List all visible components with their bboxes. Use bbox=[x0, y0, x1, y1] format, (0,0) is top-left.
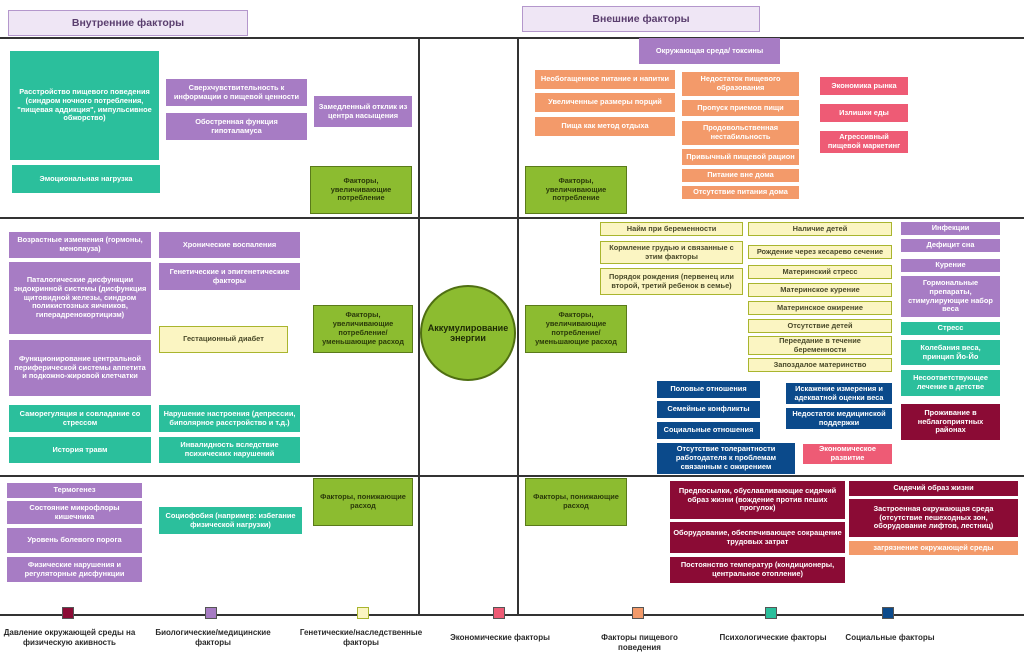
hub-increase-external: Факторы, увеличивающие потребление bbox=[525, 166, 627, 214]
endocrine-dysfunction: Паталогические дисфункции эндокринной си… bbox=[9, 262, 151, 334]
legend-swatch-bio bbox=[205, 607, 217, 619]
pollution: загрязнение окружающей среды bbox=[849, 541, 1018, 555]
eating-out: Питание вне дома bbox=[682, 169, 799, 182]
habitual-diet: Привычный пищевой рацион bbox=[682, 149, 799, 165]
family-conflicts: Семейные конфликты bbox=[657, 401, 760, 418]
skipping-meals: Пропуск приемов пищи bbox=[682, 100, 799, 116]
hormonal-drugs: Гормональные препараты, стимулирующие на… bbox=[901, 276, 1000, 317]
age-changes: Возрастные изменения (гормоны, менопауза… bbox=[9, 232, 151, 258]
thermogenesis: Термогенез bbox=[7, 483, 142, 498]
childhood-treatment: Несоответствующее лечение в детстве bbox=[901, 370, 1000, 396]
disability: Инвалидность вследствие психических нару… bbox=[159, 437, 300, 463]
genetic-factors: Генетические и эпигенетические факторы bbox=[159, 263, 300, 290]
pain-threshold: Уровень болевого порога bbox=[7, 528, 142, 553]
grid-line-mid2 bbox=[0, 475, 1024, 477]
legend-swatch-econ bbox=[493, 607, 505, 619]
maternal-obesity: Материнское ожирение bbox=[748, 301, 892, 315]
food-as-reward: Пища как метод отдыха bbox=[535, 117, 675, 136]
hub-increase-internal: Факторы, увеличивающие потребление bbox=[310, 166, 412, 214]
chronic-inflammation: Хронические воспаления bbox=[159, 232, 300, 258]
medical-support: Недостаток медицинской поддержки bbox=[786, 408, 892, 429]
legend-swatch-env bbox=[62, 607, 74, 619]
lack-of-food-education: Недостаток пищевого образования bbox=[682, 72, 799, 96]
unfortified-food: Необогащенное питание и напитки bbox=[535, 70, 675, 89]
legend-label-gen: Генетические/наследственные факторы bbox=[299, 628, 423, 647]
market-economy: Экономика рынка bbox=[820, 77, 908, 95]
sleep-deficit: Дефицит сна bbox=[901, 239, 1000, 252]
sexual-relations: Половые отношения bbox=[657, 381, 760, 398]
weight-distortion: Искажение измерения и адекватной оценки … bbox=[786, 383, 892, 404]
infections: Инфекции bbox=[901, 222, 1000, 235]
hub-mid-internal: Факторы, увеличивающие потребление/ умен… bbox=[313, 305, 413, 353]
grid-line-left bbox=[418, 37, 420, 614]
pregnancy-weight: Найм при беременности bbox=[600, 222, 743, 236]
environment-toxins: Окружающая среда/ токсины bbox=[639, 38, 780, 64]
grid-line-right bbox=[517, 37, 519, 614]
portion-sizes: Увеличенные размеры порций bbox=[535, 93, 675, 112]
grid-line-top bbox=[0, 37, 1024, 39]
overeating-pregnancy: Переедание в течение беременности bbox=[748, 336, 892, 355]
emotional-load: Эмоциональная нагрузка bbox=[12, 165, 160, 193]
late-motherhood: Запоздалое материнство bbox=[748, 358, 892, 372]
food-insecurity: Продовольственная нестабильность bbox=[682, 121, 799, 145]
eating-disorder: Расстройство пищевого поведения (синдром… bbox=[10, 51, 159, 160]
gestational-diabetes: Гестационный диабет bbox=[159, 326, 288, 353]
internal-header: Внутренние факторы bbox=[8, 10, 248, 36]
breastfeeding: Кормление грудью и связанные с этим факт… bbox=[600, 241, 743, 264]
smoking: Курение bbox=[901, 259, 1000, 272]
sedentary-lifestyle: Сидячий образ жизни bbox=[849, 481, 1018, 496]
grid-line-mid1 bbox=[0, 217, 1024, 219]
maternal-smoking: Материнское курение bbox=[748, 283, 892, 297]
hypersensitivity: Сверхчувствительность к информации о пищ… bbox=[166, 79, 307, 106]
legend-swatch-psy bbox=[765, 607, 777, 619]
sedentary-preconditions: Предпосылки, обуславливающие сидячий обр… bbox=[670, 481, 845, 519]
hypothalamus: Обостренная функция гипоталамуса bbox=[166, 113, 307, 140]
legend-label-psy: Психологические факторы bbox=[719, 633, 827, 642]
having-children: Наличие детей bbox=[748, 222, 892, 236]
constant-temperature: Постоянство температур (кондиционеры, це… bbox=[670, 557, 845, 583]
satiety-response: Замедленный отклик из центра насыщения bbox=[314, 96, 412, 127]
legend-label-bio: Биологические/медицинские факторы bbox=[155, 628, 271, 647]
legend-label-econ: Экономические факторы bbox=[450, 633, 550, 642]
microflora: Состояние микрофлоры кишечника bbox=[7, 501, 142, 524]
legend-label-env: Давление окружающей среды на физическую … bbox=[3, 628, 136, 647]
legend-label-soc: Социальные факторы bbox=[845, 633, 935, 642]
maternal-stress: Материнский стресс bbox=[748, 265, 892, 279]
self-regulation: Саморегуляция и совладание со стрессом bbox=[9, 405, 151, 432]
disadvantaged-areas: Проживание в неблагоприятных районах bbox=[901, 404, 1000, 440]
central-appetite-system: Функционирование центральной периферичес… bbox=[9, 340, 151, 396]
hub-decrease-internal: Факторы, понижающие расход bbox=[313, 478, 413, 526]
physical-disorders: Физические нарушения и регуляторные дисф… bbox=[7, 557, 142, 582]
no-children: Отсутствие детей bbox=[748, 319, 892, 333]
hub-mid-external: Факторы, увеличивающие потребление/ умен… bbox=[525, 305, 627, 353]
aggressive-marketing: Агрессивный пищевой маркетинг bbox=[820, 131, 908, 153]
legend-swatch-gen bbox=[357, 607, 369, 619]
mood-disorder: Нарушение настроения (депрессии, биполяр… bbox=[159, 405, 300, 432]
legend-swatch-soc bbox=[882, 607, 894, 619]
cesarean-birth: Рождение через кесарево сечение bbox=[748, 245, 892, 259]
labor-saving-equipment: Оборудование, обеспечивающее сокращение … bbox=[670, 522, 845, 553]
sociophobia: Социофобия (например: избегание физическ… bbox=[159, 507, 302, 534]
birth-order: Порядок рождения (первенец или второй, т… bbox=[600, 268, 743, 295]
yoyo-effect: Колебания веса, принцип Йо-Йо bbox=[901, 340, 1000, 365]
trauma-history: История травм bbox=[9, 437, 151, 463]
built-environment: Застроенная окружающая среда (отсутствие… bbox=[849, 499, 1018, 537]
energy-accumulation-node: Аккумулирование энергии bbox=[420, 285, 516, 381]
hub-decrease-external: Факторы, понижающие расход bbox=[525, 478, 627, 526]
stress: Стресс bbox=[901, 322, 1000, 335]
social-relations: Социальные отношения bbox=[657, 422, 760, 439]
food-surplus: Излишки еды bbox=[820, 104, 908, 122]
employer-intolerance: Отсутствие толерантности работодателя к … bbox=[657, 443, 795, 474]
economic-development: Экономическое развитие bbox=[803, 444, 892, 464]
no-home-meals: Отсутствие питания дома bbox=[682, 186, 799, 199]
legend-swatch-food bbox=[632, 607, 644, 619]
external-header: Внешние факторы bbox=[522, 6, 760, 32]
legend-label-food: Факторы пищевого поведения bbox=[601, 633, 678, 652]
grid-line-bottom bbox=[0, 614, 1024, 616]
